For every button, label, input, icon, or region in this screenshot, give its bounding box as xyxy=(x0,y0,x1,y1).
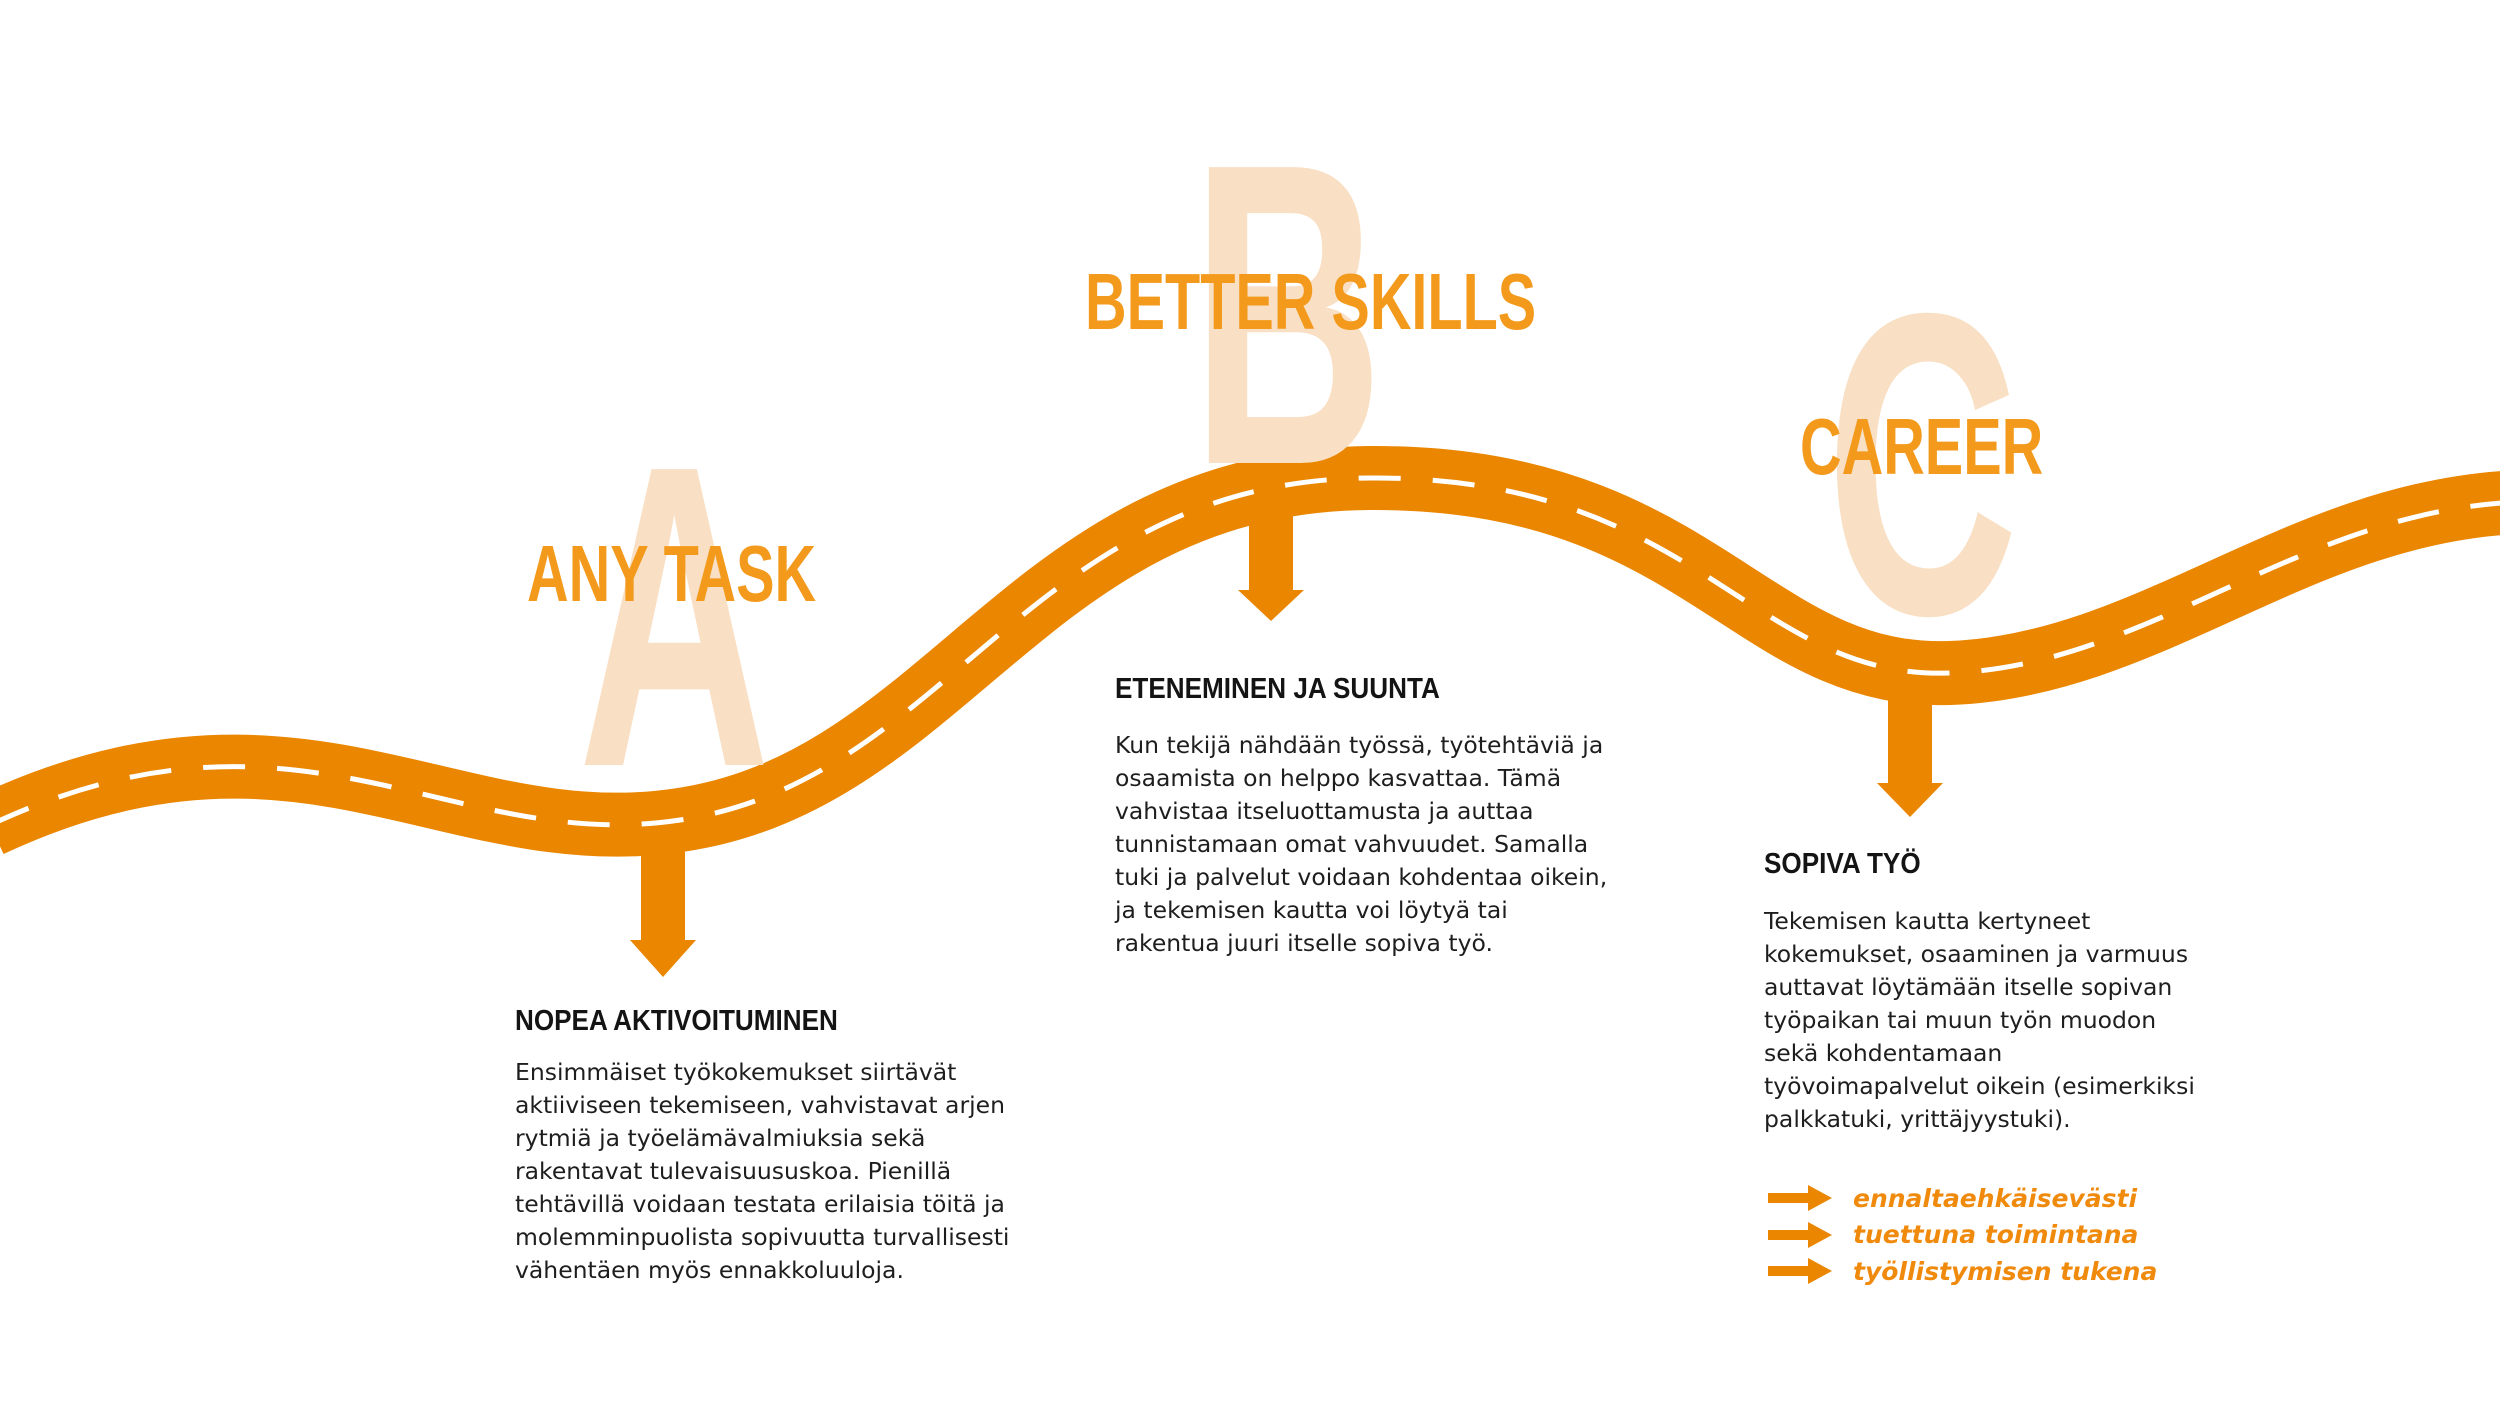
body-stage-b: Kun tekijä nähdään työssä, työtehtäviä j… xyxy=(1115,731,1608,957)
body-stage-a: Ensimmäiset työkokemukset siirtävät akti… xyxy=(515,1058,1010,1284)
arrow-right-icon xyxy=(1768,1221,1832,1248)
bullet-list: ennaltaehkäisevästi tuettuna toimintana … xyxy=(1768,1180,2157,1290)
bullet-item: tuettuna toimintana xyxy=(1768,1217,2157,1254)
bullet-label: ennaltaehkäisevästi xyxy=(1853,1183,2138,1213)
heading-nopea-aktivoituminen: NOPEA AKTIVOITUMINEN xyxy=(515,1005,838,1037)
letter-c: C xyxy=(1826,225,2019,705)
stage-title-better-skills: BETTER SKILLS xyxy=(1085,257,1537,346)
letter-a: A xyxy=(578,377,771,857)
body-stage-c: Tekemisen kautta kertyneet kokemukset, o… xyxy=(1764,907,2195,1133)
heading-sopiva-tyo: SOPIVA TYÖ xyxy=(1764,848,1921,880)
bullet-label: työllistymisen tukena xyxy=(1853,1256,2158,1286)
stage-title-career: CAREER xyxy=(1800,402,2044,491)
road-center-line xyxy=(0,475,2500,828)
arrow-right-icon xyxy=(1768,1185,1832,1212)
bullet-label: tuettuna toimintana xyxy=(1853,1220,2139,1250)
letter-b: B xyxy=(1191,75,1384,555)
bullet-item: ennaltaehkäisevästi xyxy=(1768,1180,2157,1217)
arrow-right-icon xyxy=(1768,1258,1832,1285)
bullet-item: työllistymisen tukena xyxy=(1768,1253,2157,1290)
heading-eteneminen-ja-suunta: ETENEMINEN JA SUUNTA xyxy=(1115,673,1440,705)
stage-title-any-task: ANY TASK xyxy=(527,529,817,618)
